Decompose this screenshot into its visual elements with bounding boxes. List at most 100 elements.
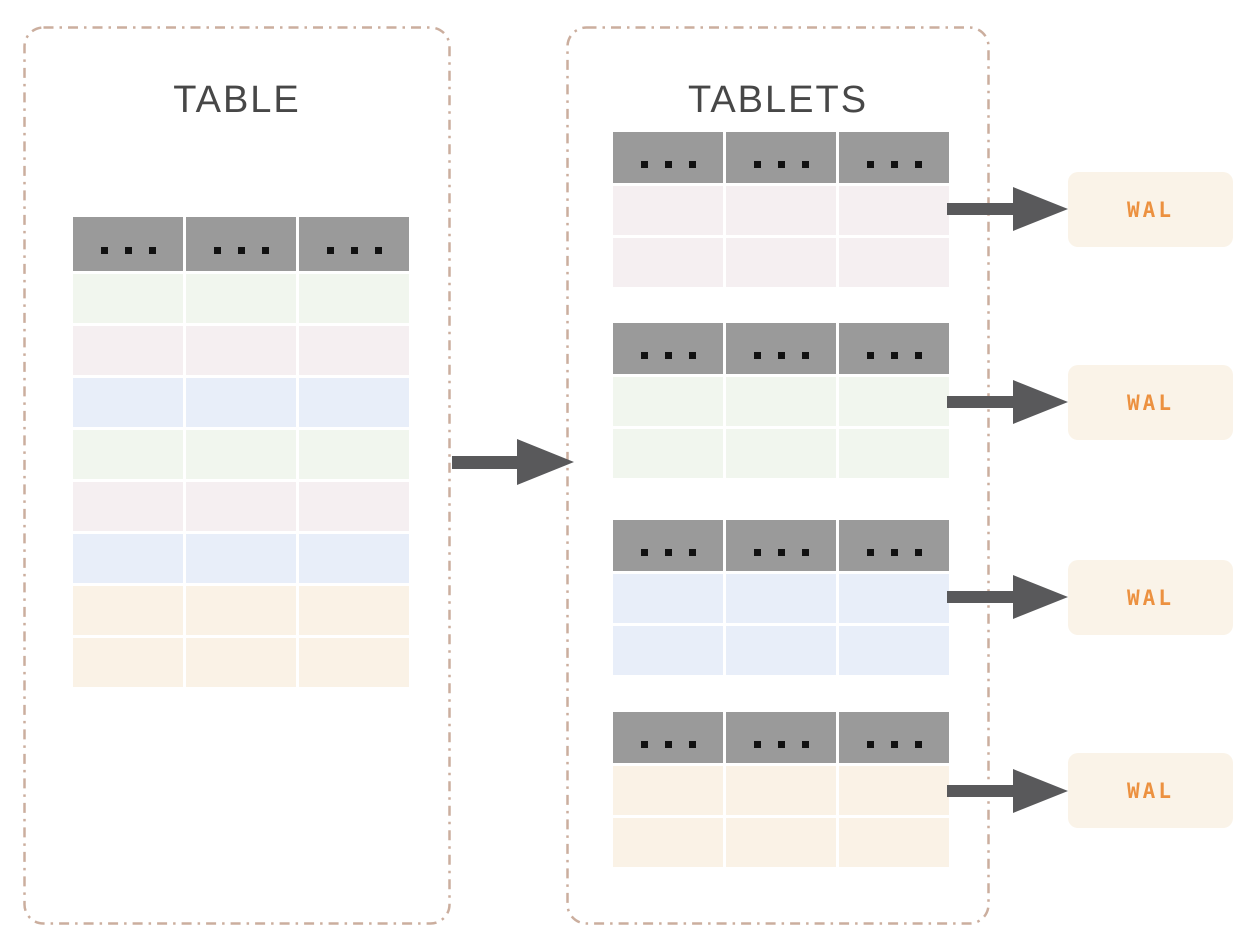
table-panel: TABLE <box>23 26 451 925</box>
table-cell <box>726 429 836 478</box>
ellipsis-icon <box>640 548 696 556</box>
table-cell <box>839 626 949 675</box>
ellipsis-icon <box>866 548 922 556</box>
table-cell <box>299 326 409 375</box>
ellipsis-dot <box>664 740 672 748</box>
table-cell <box>299 274 409 323</box>
table-cell <box>186 274 296 323</box>
ellipsis-dot <box>777 740 785 748</box>
table-cell <box>613 574 723 623</box>
arrow-head <box>1013 769 1068 813</box>
ellipsis-dot <box>866 351 874 359</box>
tablet3-to-wal-arrow-icon <box>947 575 1068 619</box>
table-cell <box>73 326 183 375</box>
tablet2-to-wal-arrow-icon <box>947 380 1068 424</box>
ellipsis-dot <box>777 548 785 556</box>
dashed-border <box>566 26 990 925</box>
tablet-table-4 <box>613 712 949 867</box>
header-cell <box>839 520 949 571</box>
table-cell <box>73 638 183 687</box>
ellipsis-dot <box>914 351 922 359</box>
ellipsis-dot <box>213 247 221 254</box>
table-cell <box>186 482 296 531</box>
table-cell <box>73 482 183 531</box>
ellipsis-dot <box>890 160 898 168</box>
table-row <box>73 638 409 687</box>
ellipsis-dot <box>753 740 761 748</box>
ellipsis-dot <box>753 351 761 359</box>
table-cell <box>726 574 836 623</box>
table-cell <box>73 586 183 635</box>
table-to-tablets-arrow-icon <box>452 439 574 485</box>
arrow-head <box>1013 380 1068 424</box>
ellipsis-icon <box>326 247 382 254</box>
ellipsis-dot <box>261 247 269 254</box>
header-cell <box>613 323 723 374</box>
ellipsis-dot <box>640 740 648 748</box>
header-cell <box>839 323 949 374</box>
table-row <box>613 238 949 287</box>
table-cell <box>186 638 296 687</box>
table-row <box>73 430 409 479</box>
arrow-head <box>1013 187 1068 231</box>
ellipsis-dot <box>124 247 132 254</box>
table-header-row <box>613 712 949 763</box>
table-cell <box>73 378 183 427</box>
ellipsis-dot <box>914 740 922 748</box>
ellipsis-dot <box>890 740 898 748</box>
wal-box-2: WAL <box>1068 365 1233 440</box>
ellipsis-dot <box>801 351 809 359</box>
table-cell <box>839 574 949 623</box>
table-row <box>73 378 409 427</box>
tablet4-to-wal-arrow-icon <box>947 769 1068 813</box>
table-row <box>73 534 409 583</box>
ellipsis-dot <box>148 247 156 254</box>
table-cell <box>726 186 836 235</box>
table-header-row <box>613 520 949 571</box>
arrow-shaft <box>947 591 1013 603</box>
arrow-shaft <box>947 396 1013 408</box>
table-row <box>613 818 949 867</box>
header-cell <box>726 520 836 571</box>
tablet-table-2 <box>613 323 949 478</box>
ellipsis-dot <box>374 247 382 254</box>
arrow-head <box>517 439 574 485</box>
table-row <box>613 766 949 815</box>
table-cell <box>73 534 183 583</box>
table-panel-title: TABLE <box>173 79 301 121</box>
table-cell <box>73 430 183 479</box>
table-cell <box>839 429 949 478</box>
ellipsis-dot <box>688 740 696 748</box>
table-cell <box>839 377 949 426</box>
dashed-border <box>23 26 451 925</box>
table-header-row <box>73 217 409 271</box>
header-cell <box>726 712 836 763</box>
header-cell <box>73 217 183 271</box>
ellipsis-dot <box>753 160 761 168</box>
arrow-head <box>1013 575 1068 619</box>
header-cell <box>613 132 723 183</box>
ellipsis-dot <box>640 351 648 359</box>
table-header-row <box>613 132 949 183</box>
tablet-table-1 <box>613 132 949 287</box>
ellipsis-dot <box>664 160 672 168</box>
ellipsis-icon <box>640 740 696 748</box>
arrow-shaft <box>947 203 1013 215</box>
ellipsis-dot <box>777 351 785 359</box>
ellipsis-icon <box>753 160 809 168</box>
table-cell <box>839 238 949 287</box>
ellipsis-dot <box>866 740 874 748</box>
ellipsis-dot <box>688 351 696 359</box>
ellipsis-icon <box>100 247 156 254</box>
tablets-panel-title: TABLETS <box>687 79 869 121</box>
main-table <box>73 217 409 687</box>
ellipsis-dot <box>664 548 672 556</box>
ellipsis-icon <box>753 351 809 359</box>
table-cell <box>613 818 723 867</box>
ellipsis-dot <box>688 548 696 556</box>
table-cell <box>186 586 296 635</box>
ellipsis-dot <box>237 247 245 254</box>
header-cell <box>839 132 949 183</box>
ellipsis-dot <box>777 160 785 168</box>
ellipsis-dot <box>801 740 809 748</box>
